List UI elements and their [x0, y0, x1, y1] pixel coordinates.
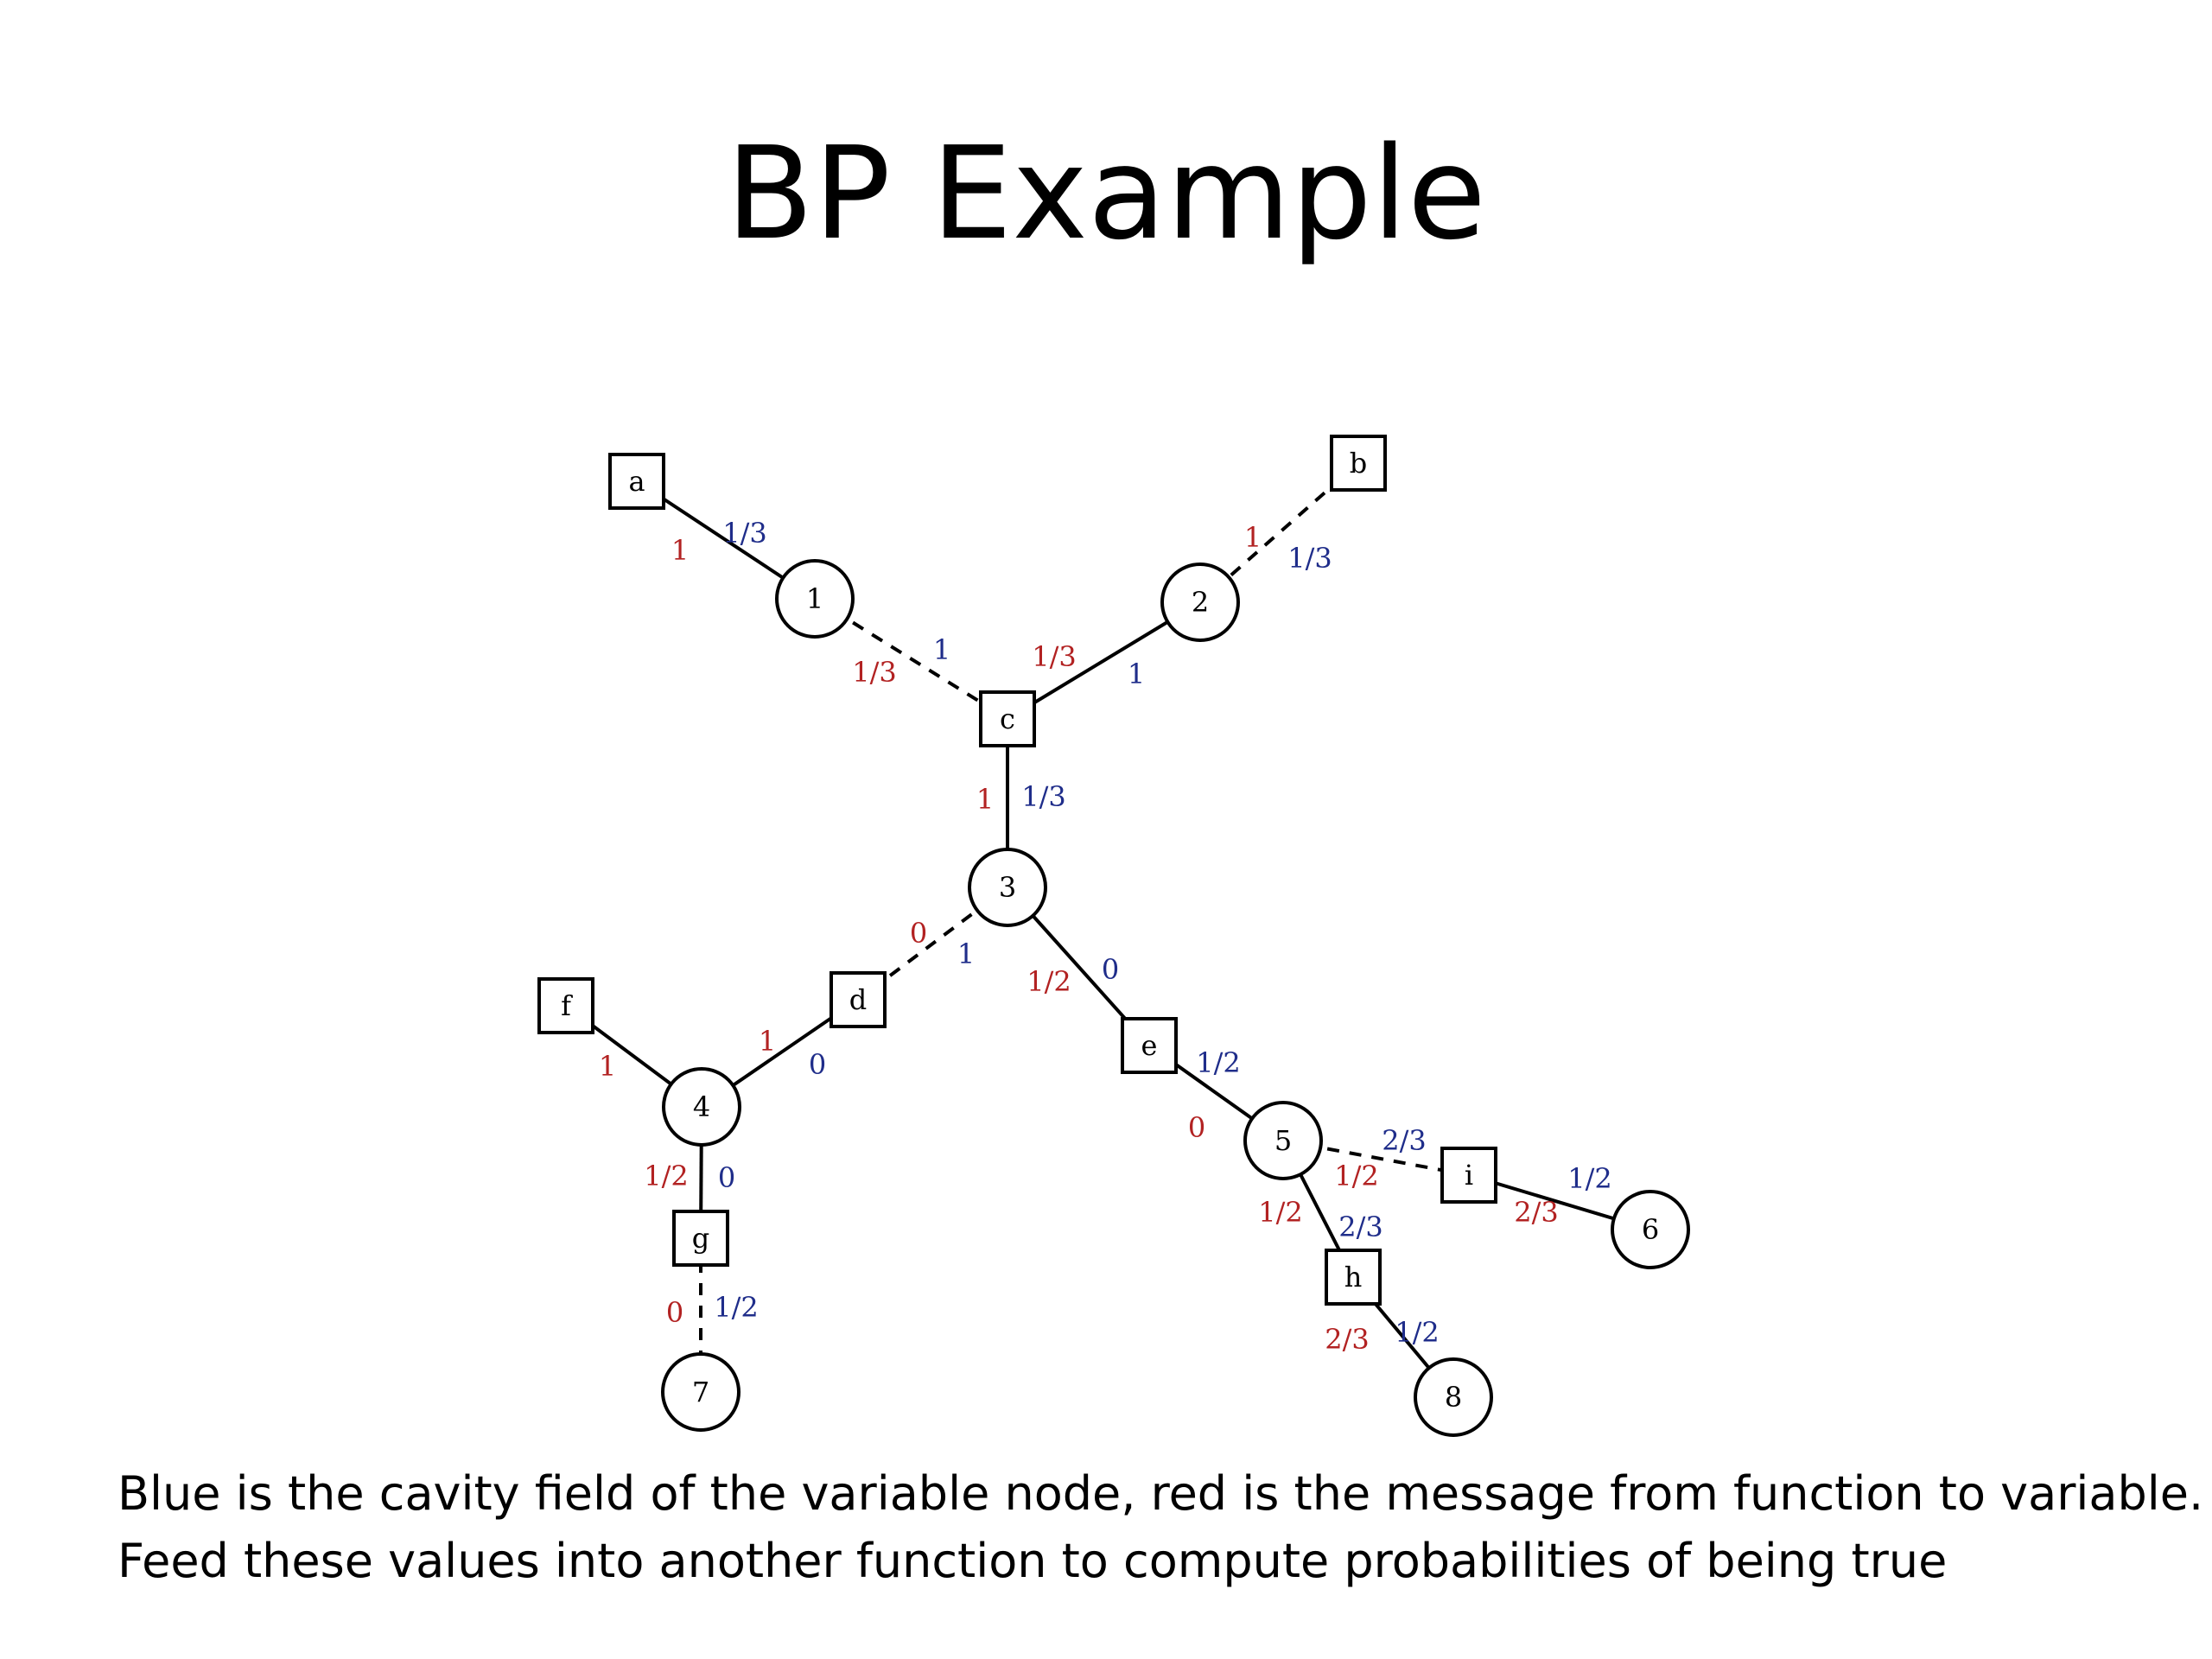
function-node-label: b	[1350, 447, 1367, 480]
variable-node-4: 4	[662, 1067, 741, 1147]
blue-cavity-label: 1	[1128, 658, 1145, 690]
variable-node-circle	[1611, 1190, 1690, 1269]
blue-cavity-label: 1/2	[714, 1291, 759, 1324]
red-message-label: 0	[666, 1296, 683, 1329]
variable-node-circle	[775, 559, 855, 639]
red-message-label: 1/2	[1027, 965, 1071, 998]
variable-node-circle	[1160, 563, 1240, 642]
function-node-b: b	[1330, 435, 1387, 492]
red-message-label: 1/2	[644, 1160, 689, 1192]
function-node-label: d	[849, 983, 867, 1016]
function-node-label: f	[561, 989, 573, 1022]
variable-node-2: 2	[1160, 563, 1240, 642]
function-node-i: i	[1440, 1147, 1497, 1204]
blue-cavity-label: 1	[957, 938, 975, 970]
function-node-label: h	[1344, 1261, 1363, 1294]
variable-node-circle	[1243, 1101, 1323, 1180]
blue-cavity-label: 0	[1102, 953, 1119, 986]
variable-node-circle	[1414, 1357, 1493, 1437]
blue-cavity-label: 1/2	[1395, 1316, 1440, 1349]
blue-cavity-label: 2/3	[1382, 1124, 1427, 1157]
red-message-label: 1/2	[1258, 1196, 1303, 1229]
function-node-box	[830, 971, 887, 1028]
function-node-label: g	[692, 1222, 709, 1255]
function-node-a: a	[608, 453, 665, 510]
slide-title: BP Example	[726, 119, 1486, 268]
blue-cavity-label: 1/2	[1196, 1046, 1241, 1079]
red-message-label: 2/3	[1514, 1196, 1559, 1229]
blue-cavity-label: 1	[933, 633, 950, 666]
function-node-f: f	[537, 977, 594, 1034]
function-node-label: i	[1465, 1159, 1473, 1192]
function-node-box	[1121, 1017, 1178, 1074]
caption-line-1: Blue is the cavity field of the variable…	[118, 1466, 2204, 1521]
variable-node-8: 8	[1414, 1357, 1493, 1437]
variable-node-label: 8	[1445, 1381, 1462, 1414]
function-node-h: h	[1325, 1249, 1382, 1306]
function-node-d: d	[830, 971, 887, 1028]
variable-node-label: 5	[1274, 1124, 1292, 1157]
function-node-label: e	[1141, 1029, 1158, 1062]
red-message-label: 1/2	[1334, 1160, 1379, 1192]
variable-node-7: 7	[661, 1352, 741, 1432]
variable-node-label: 6	[1642, 1213, 1659, 1246]
blue-cavity-label: 0	[809, 1048, 826, 1081]
variable-node-label: 3	[999, 871, 1016, 904]
function-node-label: a	[628, 465, 645, 498]
blue-cavity-label: 1/3	[1287, 542, 1332, 575]
caption-line-2: Feed these values into another function …	[118, 1534, 1948, 1588]
red-message-label: 2/3	[1325, 1323, 1370, 1356]
variable-node-circle	[968, 848, 1047, 927]
function-node-box	[1325, 1249, 1382, 1306]
variable-node-circle	[662, 1067, 741, 1147]
variable-node-3: 3	[968, 848, 1047, 927]
variable-node-6: 6	[1611, 1190, 1690, 1269]
red-message-label: 0	[910, 917, 927, 950]
variable-node-label: 4	[693, 1090, 710, 1123]
function-node-box	[608, 453, 665, 510]
nodes-layer: a b c d e f g h i 1 2 3 4 5 6 7 8	[537, 435, 1690, 1437]
red-message-label: 1/3	[852, 656, 897, 689]
function-node-e: e	[1121, 1017, 1178, 1074]
variable-node-circle	[661, 1352, 741, 1432]
variable-node-label: 7	[692, 1376, 709, 1408]
function-node-c: c	[979, 690, 1036, 747]
blue-cavity-label: 1/3	[1021, 780, 1066, 813]
function-node-box	[672, 1210, 729, 1267]
red-message-label: 1	[1244, 521, 1262, 554]
red-message-label: 1	[759, 1025, 776, 1058]
red-message-label: 1/3	[1032, 640, 1077, 673]
caption: Blue is the cavity field of the variable…	[118, 1460, 2204, 1595]
function-node-box	[979, 690, 1036, 747]
variable-node-label: 2	[1192, 586, 1209, 619]
function-node-box	[1440, 1147, 1497, 1204]
blue-cavity-label: 1/2	[1567, 1162, 1612, 1195]
function-node-box	[537, 977, 594, 1034]
function-node-label: c	[1000, 702, 1015, 735]
edge-1-c	[813, 597, 1009, 721]
blue-cavity-label: 0	[718, 1161, 735, 1194]
red-message-label: 1	[599, 1050, 616, 1083]
blue-cavity-label: 2/3	[1338, 1211, 1383, 1243]
variable-node-5: 5	[1243, 1101, 1323, 1180]
function-node-g: g	[672, 1210, 729, 1267]
variable-node-label: 1	[806, 582, 823, 615]
blue-cavity-label: 1/3	[722, 517, 767, 550]
function-node-box	[1330, 435, 1387, 492]
red-message-label: 1	[976, 783, 994, 816]
variable-node-1: 1	[775, 559, 855, 639]
red-message-label: 0	[1188, 1111, 1205, 1144]
red-message-label: 1	[671, 534, 689, 567]
